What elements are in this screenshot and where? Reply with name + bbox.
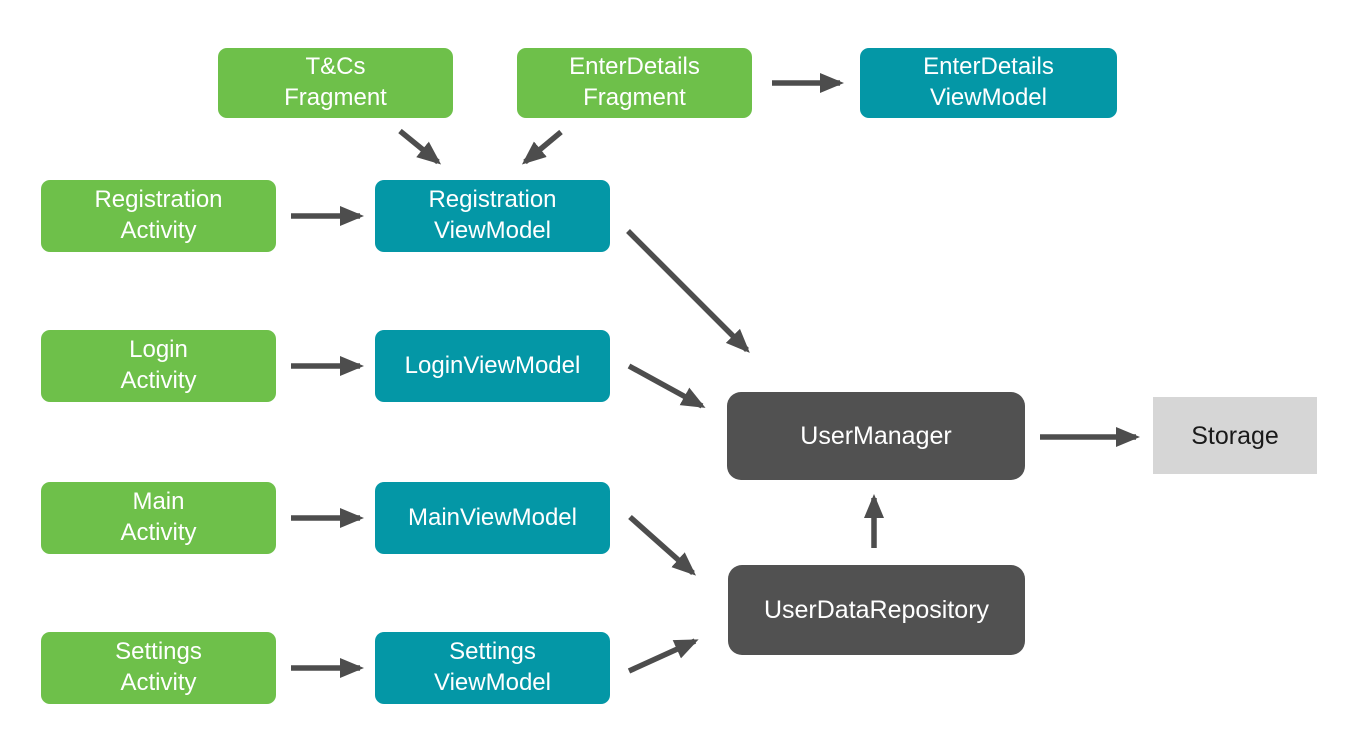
node-tcs-fragment: T&Cs Fragment bbox=[218, 48, 453, 118]
node-registration-activity-label: Registration Activity bbox=[94, 186, 223, 244]
node-enterdetails-viewmodel-label: EnterDetails ViewModel bbox=[923, 53, 1054, 111]
node-main-activity: Main Activity bbox=[41, 482, 276, 554]
node-enterdetails-fragment: EnterDetails Fragment bbox=[517, 48, 752, 118]
node-settings-activity: Settings Activity bbox=[41, 632, 276, 704]
node-main-viewmodel: MainViewModel bbox=[375, 482, 610, 554]
node-enterdetails-viewmodel: EnterDetails ViewModel bbox=[860, 48, 1117, 118]
node-settings-viewmodel-label: Settings ViewModel bbox=[434, 638, 551, 696]
node-main-activity-label: Main Activity bbox=[120, 488, 197, 546]
node-registration-viewmodel: Registration ViewModel bbox=[375, 180, 610, 252]
node-user-manager: UserManager bbox=[727, 392, 1025, 480]
edge-main-viewmodel-to-user-data-repository bbox=[628, 514, 696, 576]
edge-settings-viewmodel-to-user-data-repository bbox=[627, 638, 699, 674]
node-settings-viewmodel: Settings ViewModel bbox=[375, 632, 610, 704]
node-user-manager-label: UserManager bbox=[800, 422, 952, 450]
edge-enterdetails-fragment-to-registration-viewmodel bbox=[521, 129, 563, 165]
node-login-activity-label: Login Activity bbox=[120, 336, 197, 394]
node-login-viewmodel: LoginViewModel bbox=[375, 330, 610, 402]
node-tcs-fragment-label: T&Cs Fragment bbox=[284, 53, 387, 111]
edge-tcs-fragment-to-registration-viewmodel bbox=[398, 128, 442, 165]
node-user-data-repository-label: UserDataRepository bbox=[763, 596, 990, 624]
node-registration-viewmodel-label: Registration ViewModel bbox=[428, 186, 557, 244]
edge-login-viewmodel-to-user-manager bbox=[627, 363, 706, 409]
node-storage-label: Storage bbox=[1191, 421, 1279, 450]
node-registration-activity: Registration Activity bbox=[41, 180, 276, 252]
node-main-viewmodel-label: MainViewModel bbox=[408, 503, 577, 531]
node-login-viewmodel-label: LoginViewModel bbox=[404, 351, 581, 379]
node-login-activity: Login Activity bbox=[41, 330, 276, 402]
edge-registration-viewmodel-to-user-manager bbox=[626, 229, 750, 353]
node-settings-activity-label: Settings Activity bbox=[115, 638, 202, 696]
node-enterdetails-fragment-label: EnterDetails Fragment bbox=[569, 53, 700, 111]
node-user-data-repository: UserDataRepository bbox=[728, 565, 1025, 655]
node-storage: Storage bbox=[1153, 397, 1317, 474]
